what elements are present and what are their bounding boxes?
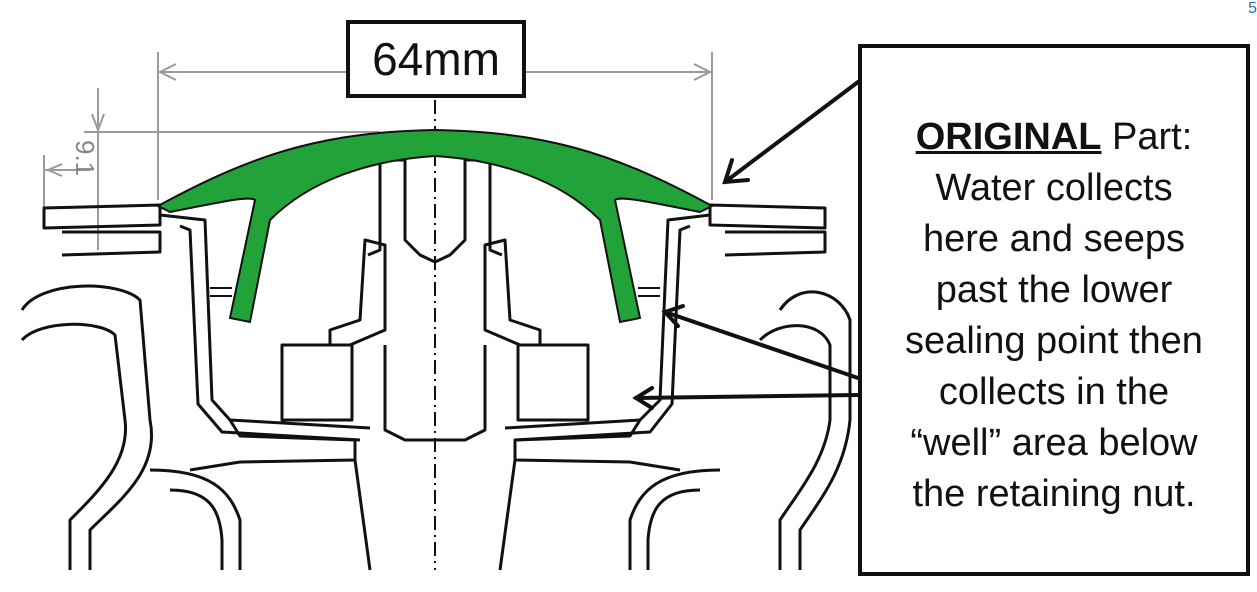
- arrow-to-well-head: [632, 386, 654, 410]
- housing-outline: [20, 158, 852, 571]
- height-arrow-top: [91, 113, 105, 133]
- shaft-top: [380, 158, 490, 264]
- arrow-to-seal-point: [663, 310, 860, 380]
- callout-line: “well” area below: [910, 422, 1198, 464]
- height-leader-arrow: [45, 163, 63, 177]
- callout-first-line: ORIGINAL Part:: [862, 112, 1246, 163]
- dimension-label: 64mm: [372, 33, 500, 85]
- cup-wall-right-outer: [504, 213, 711, 430]
- washer-right: [516, 343, 590, 422]
- shaft-right-edge: [488, 160, 503, 257]
- corner-mark: 5: [1248, 0, 1257, 17]
- arrow-to-cap-edge-head: [722, 158, 750, 185]
- cup-wall-left-outer: [159, 213, 371, 430]
- height-dimension-label: 9.1: [70, 140, 100, 177]
- callout-first-line-rest: Part:: [1101, 116, 1193, 158]
- callout-box: ORIGINAL Part: Water collects here and s…: [858, 44, 1250, 576]
- right-lip: [724, 230, 827, 257]
- right-spring-seat: [778, 290, 852, 570]
- arrow-to-well: [634, 393, 860, 400]
- callout-arrows: [632, 80, 860, 410]
- right-spring-seat-inner: [758, 324, 832, 570]
- left-spring-seat-inner: [20, 322, 128, 570]
- washer-left: [280, 343, 354, 422]
- right-body-curve: [628, 468, 721, 570]
- left-shaft-side: [353, 459, 372, 571]
- nut-right: [483, 238, 542, 347]
- cup-wall-right-inner: [514, 224, 691, 442]
- callout-line: past the lower: [935, 269, 1173, 311]
- dim-arrow-right: [693, 63, 713, 81]
- shaft-lower-left: [383, 345, 435, 442]
- flange-right: [708, 203, 827, 230]
- arrow-to-cap-edge: [723, 80, 860, 184]
- callout-line: Water collects: [935, 167, 1173, 209]
- shaft-left-edge: [367, 160, 382, 257]
- callout-line: the retaining nut.: [912, 473, 1196, 515]
- seal-cap-shape: [155, 128, 715, 324]
- well-floor-left: [189, 419, 357, 472]
- cup-wall-left-inner: [179, 224, 361, 442]
- well-floor-right: [513, 419, 681, 472]
- shaft-lower-right: [435, 345, 487, 442]
- nut-left: [328, 238, 387, 347]
- left-body-curve: [149, 468, 242, 570]
- callout-line: here and seeps: [923, 218, 1185, 260]
- right-body-curve-inner: [646, 488, 701, 570]
- callout-line: collects in the: [938, 371, 1170, 413]
- left-lip: [61, 230, 162, 257]
- dimension-lines: [43, 52, 713, 250]
- arrow-to-seal-point-head: [661, 304, 685, 328]
- left-spring-seat: [20, 284, 153, 570]
- right-shaft-side: [498, 459, 517, 571]
- dim-arrow-left: [157, 63, 177, 81]
- flange-left: [42, 203, 162, 230]
- callout-emphasis: ORIGINAL: [915, 116, 1102, 158]
- left-body-curve-inner: [169, 488, 224, 570]
- seal-cap: [155, 128, 715, 324]
- callout-line: sealing point then: [905, 320, 1203, 362]
- dimension-label-box: 64mm: [346, 20, 526, 98]
